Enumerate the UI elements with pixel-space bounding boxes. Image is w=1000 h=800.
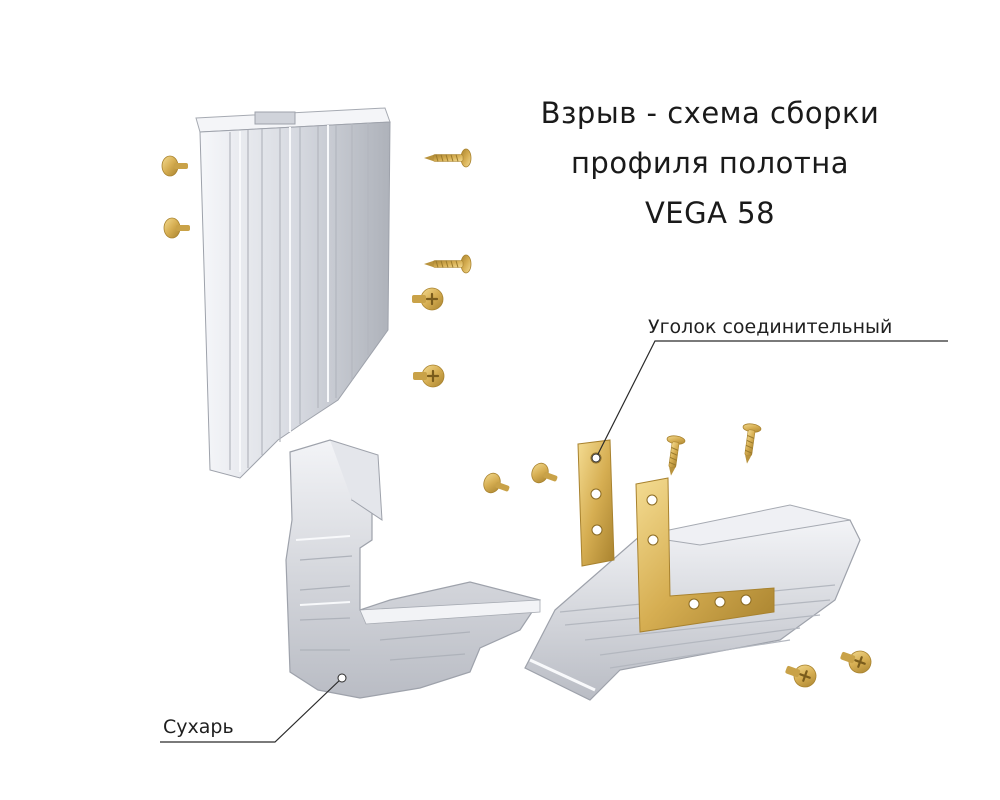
title-line-1: Взрыв - схема сборки bbox=[540, 96, 880, 130]
rivet-icon bbox=[163, 217, 191, 239]
screw-icon bbox=[423, 254, 472, 274]
corner-connector-label: Уголок соединительный bbox=[648, 316, 893, 338]
corner-connector bbox=[577, 439, 775, 633]
crouton-label: Сухарь bbox=[163, 716, 234, 738]
diagram-title: Взрыв - схема сборки профиля полотна VEG… bbox=[500, 88, 920, 238]
cross-head-screw-icon bbox=[836, 643, 876, 678]
cross-head-screw-icon bbox=[410, 286, 445, 312]
corner-callout-line bbox=[595, 340, 948, 459]
vertical-profile bbox=[195, 107, 391, 479]
screw-icon bbox=[423, 148, 472, 168]
title-line-3: VEGA 58 bbox=[644, 196, 776, 230]
screw-icon bbox=[737, 422, 762, 466]
title-line-2: профиля полотна bbox=[570, 146, 850, 180]
crouton-profile bbox=[285, 439, 541, 699]
rivet-icon bbox=[480, 470, 513, 500]
screw-icon bbox=[661, 434, 686, 478]
rivet-icon bbox=[528, 460, 561, 490]
rivet-icon bbox=[161, 155, 189, 177]
cross-head-screw-icon bbox=[411, 363, 446, 389]
cross-head-screw-icon bbox=[781, 657, 821, 692]
crouton-callout-line bbox=[160, 677, 343, 743]
